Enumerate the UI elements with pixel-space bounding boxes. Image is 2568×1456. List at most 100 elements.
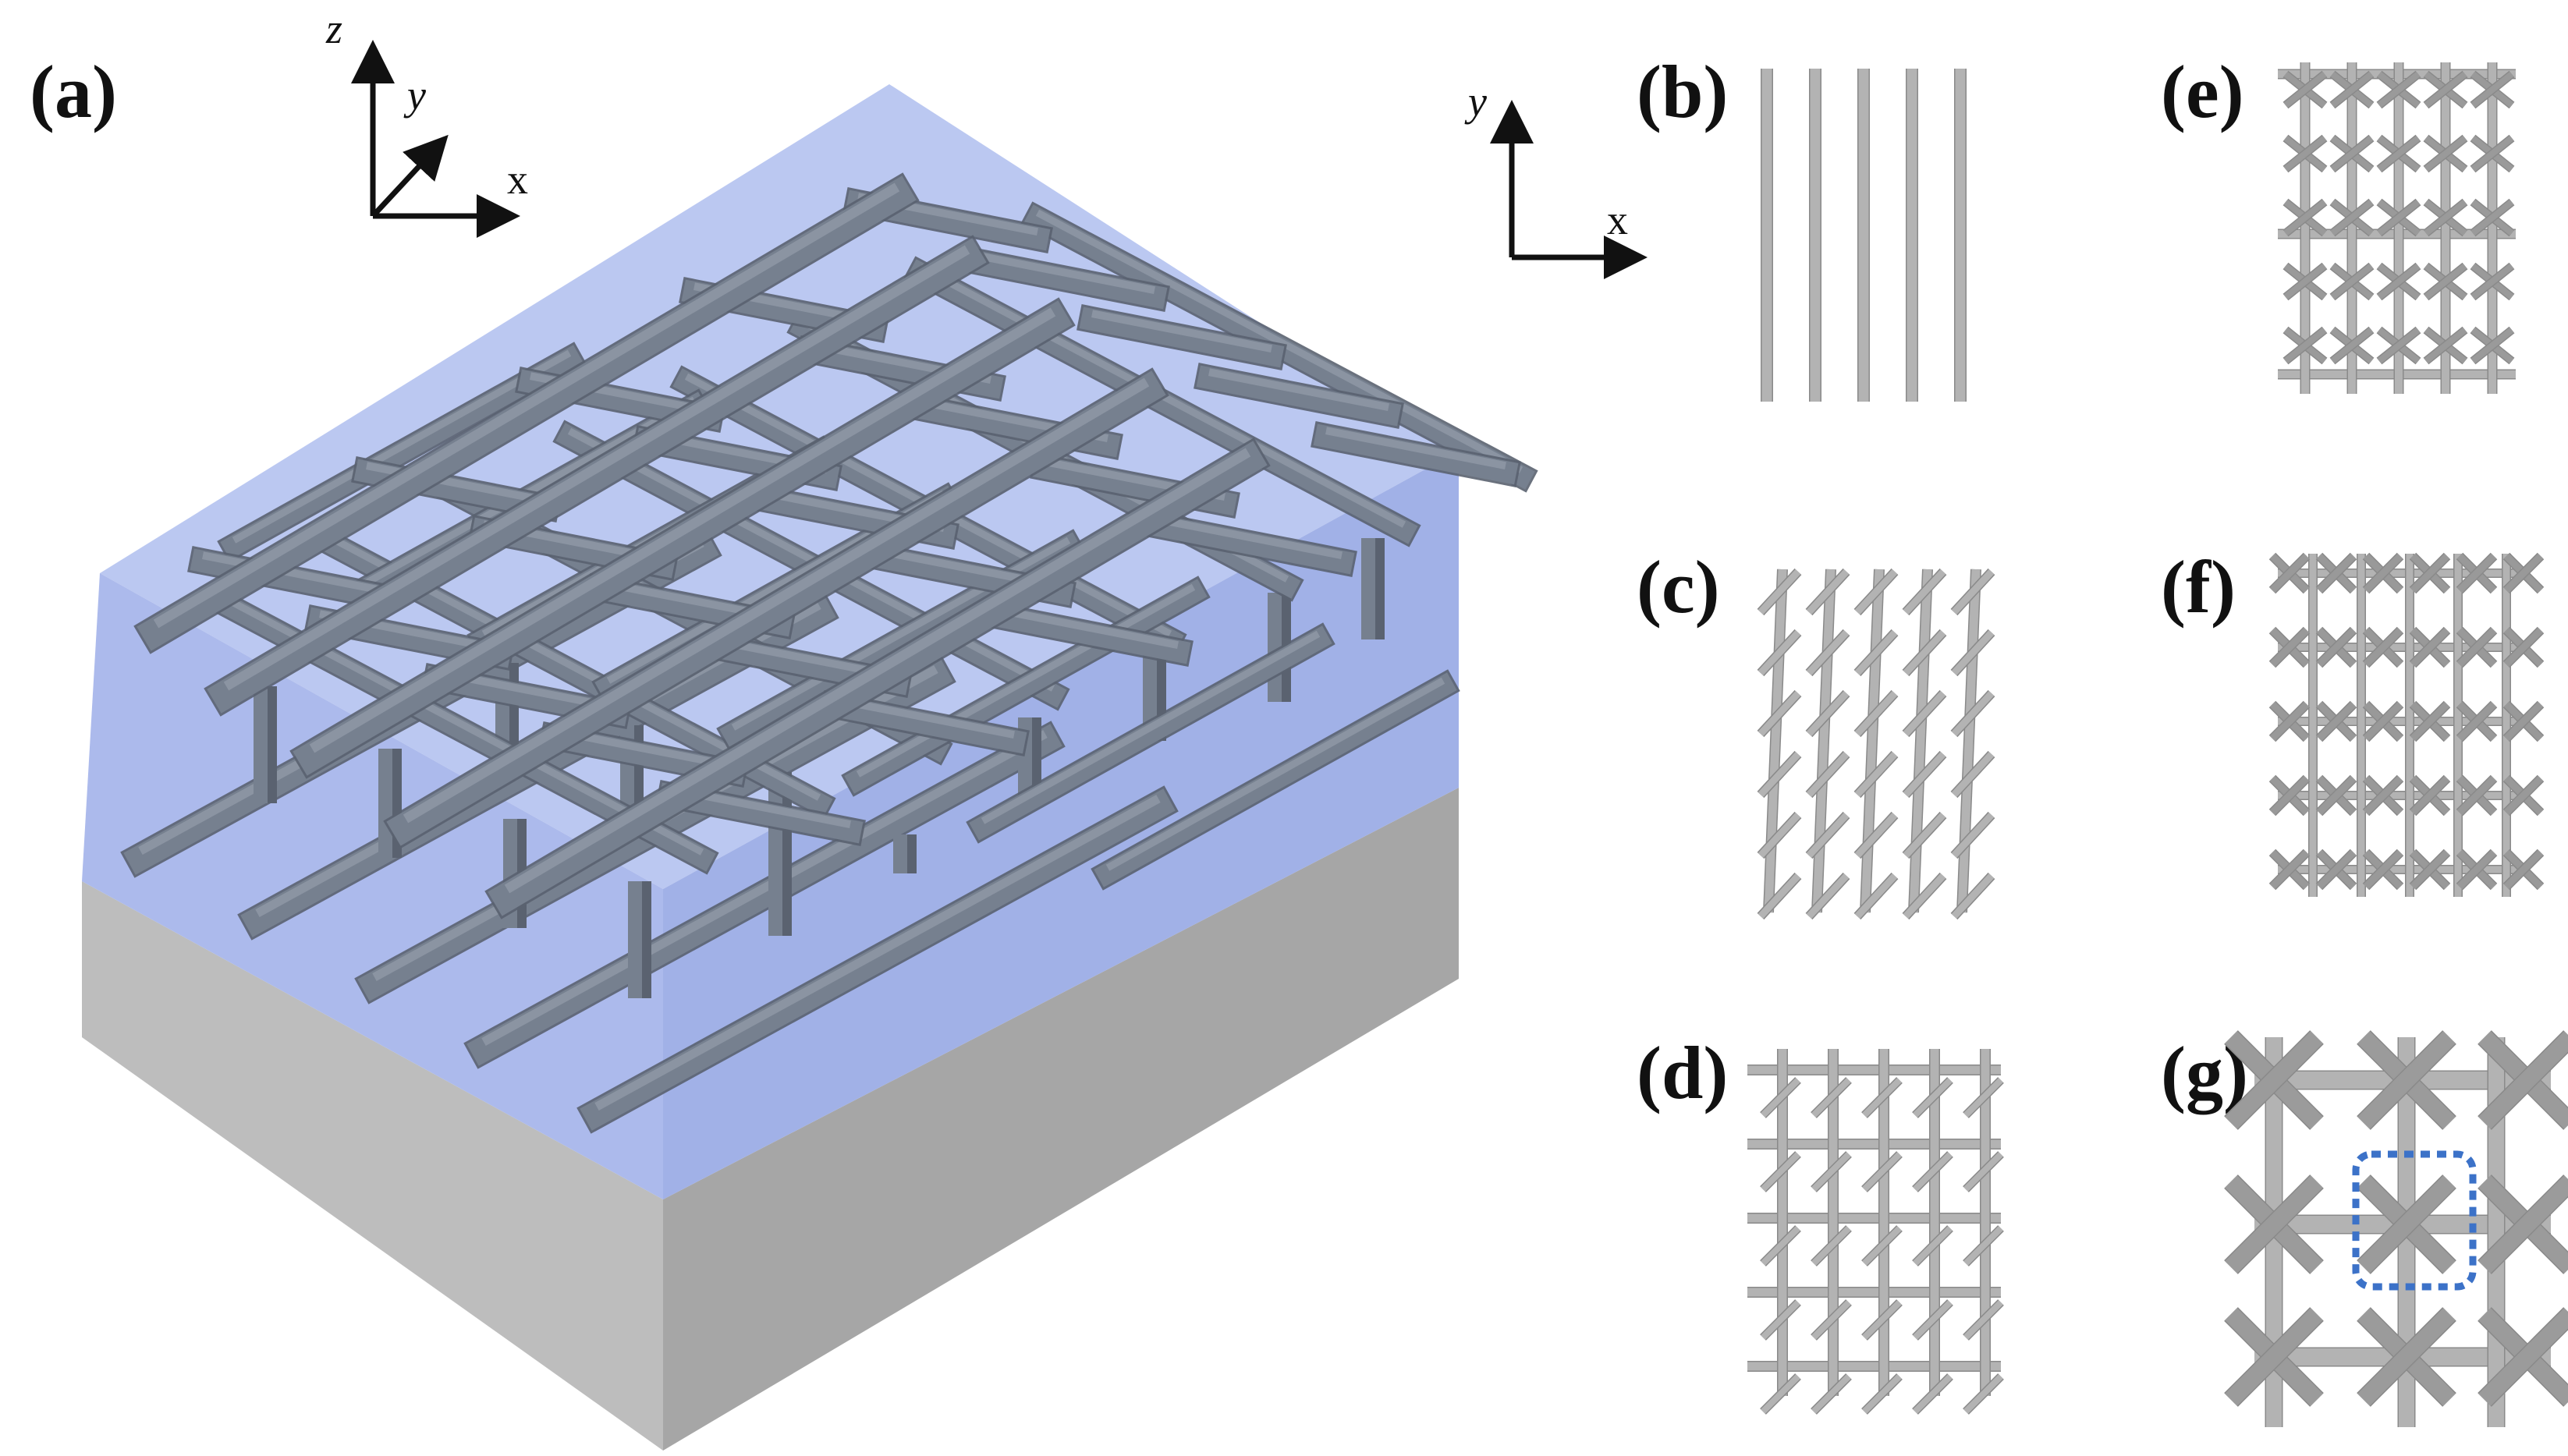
- e-xb-5-3: [2470, 199, 2514, 236]
- d-tick-5-4: [1963, 1300, 2003, 1340]
- f-xb-3-2: [2363, 627, 2403, 668]
- c-tick-2-6: [1806, 873, 1850, 919]
- d-tick-2-4: [1811, 1300, 1851, 1340]
- e-xb-2-4: [2330, 263, 2374, 300]
- f-xb-1-2: [2269, 627, 2310, 668]
- d-tick-3-5: [1862, 1374, 1902, 1414]
- c-tick-1-4: [1758, 751, 1801, 798]
- x2d-axis-label: x: [1607, 197, 1628, 243]
- c-tick-2-3: [1806, 690, 1850, 737]
- d-tick-4-3: [1913, 1226, 1953, 1266]
- c-tick-1-1: [1758, 569, 1801, 615]
- mid-rod-a-8-highlight: [1035, 209, 1523, 473]
- d-tick-4-5: [1913, 1374, 1953, 1414]
- panel-g-pattern: [2224, 1030, 2568, 1427]
- e-xb-4-4: [2424, 263, 2467, 300]
- panel-b-label: (b): [1637, 50, 1728, 133]
- f-xb-2-5: [2316, 849, 2357, 890]
- f-xb-2-2: [2316, 627, 2357, 668]
- c-tick-3-1: [1854, 569, 1898, 615]
- e-xb-1-1: [2283, 71, 2327, 108]
- top-rod-4: [386, 370, 1166, 846]
- f-xb-1-3: [2269, 701, 2310, 742]
- y2d-axis-label: y: [1464, 78, 1487, 125]
- c-tick-5-4: [1951, 751, 1995, 798]
- f-xb-5-4: [2456, 775, 2497, 816]
- top-crossbar-5-2: [821, 693, 1027, 754]
- top-rod-3-highlight: [309, 307, 1056, 753]
- f-xb-4-3: [2410, 701, 2450, 742]
- g-xb-4: [2225, 1175, 2323, 1274]
- x-axis-label: x: [507, 156, 528, 203]
- g-xb-3: [2478, 1031, 2568, 1129]
- f-xb-6-4: [2503, 775, 2544, 816]
- e-xb-3-1: [2377, 71, 2421, 108]
- axes-2d: [1490, 100, 1648, 279]
- top-crossbar-5-4-highlight: [1162, 516, 1343, 559]
- c-tick-1-5: [1758, 812, 1801, 859]
- c-tick-4-2: [1903, 629, 1946, 676]
- g-xb-8: [2357, 1308, 2456, 1406]
- f-xb-5-5: [2456, 849, 2497, 890]
- c-tick-2-4: [1806, 751, 1850, 798]
- d-tick-5-1: [1963, 1078, 2003, 1118]
- mid-rod-b-6: [844, 579, 1208, 794]
- c-rod-1: [1764, 569, 1787, 913]
- f-xb-3-1: [2363, 553, 2403, 593]
- panel-b-pattern: [1761, 69, 1967, 402]
- e-xb-5-5: [2470, 327, 2514, 364]
- f-xb-3-5: [2363, 849, 2403, 890]
- f-xb-6-5: [2503, 849, 2544, 890]
- f-xb-6-1: [2503, 553, 2544, 593]
- d-tick-2-3: [1811, 1226, 1851, 1266]
- panel-a: (a) z y x: [30, 5, 1538, 1451]
- top-crossbar-5-3-highlight: [998, 606, 1179, 649]
- substrate-block: [82, 788, 1459, 1451]
- g-xb-9: [2478, 1308, 2568, 1406]
- c-tick-3-2: [1854, 629, 1898, 676]
- d-tick-5-3: [1963, 1226, 2003, 1266]
- c-tick-4-4: [1903, 751, 1946, 798]
- e-xb-3-2: [2377, 135, 2421, 172]
- e-xb-3-5: [2377, 327, 2421, 364]
- panel-d-pattern: [1747, 1049, 2004, 1415]
- d-tick-4-4: [1913, 1300, 1953, 1340]
- e-xb-1-4: [2283, 263, 2327, 300]
- panel-f-label: (f): [2161, 545, 2236, 629]
- cladding-side-face: [663, 451, 1459, 1199]
- c-tick-2-1: [1806, 569, 1850, 615]
- c-tick-5-2: [1951, 629, 1995, 676]
- f-xb-5-1: [2456, 553, 2497, 593]
- top-rod-1-highlight: [153, 182, 900, 629]
- e-xb-4-3: [2424, 199, 2467, 236]
- f-xb-3-4: [2363, 775, 2403, 816]
- c-tick-1-3: [1758, 690, 1801, 737]
- top-rod-layer: [133, 172, 1521, 919]
- substrate-side-face: [663, 788, 1459, 1451]
- f-xb-2-3: [2316, 701, 2357, 742]
- d-tick-4-2: [1913, 1152, 1953, 1192]
- c-tick-3-6: [1854, 873, 1898, 919]
- d-tick-3-3: [1862, 1226, 1902, 1266]
- top-crossbar-5-2-highlight: [834, 696, 1015, 739]
- mid-rod-b-1-highlight: [232, 349, 572, 544]
- top-crossbar-2-5-highlight: [974, 251, 1155, 294]
- bottom-rod-4-highlight: [481, 730, 1048, 1046]
- f-xb-6-2: [2503, 627, 2544, 668]
- c-tick-5-1: [1951, 569, 1995, 615]
- d-tick-5-2: [1963, 1152, 2003, 1192]
- top-rod-2-highlight: [223, 245, 970, 691]
- d-tick-3-1: [1862, 1078, 1902, 1118]
- d-tick-4-1: [1913, 1078, 1953, 1118]
- top-rod-2: [207, 238, 987, 714]
- top-crossbar-1-1: [190, 548, 395, 610]
- d-tick-2-5: [1811, 1374, 1851, 1414]
- f-xb-2-4: [2316, 775, 2357, 816]
- substrate-front-face: [82, 881, 663, 1451]
- e-xb-1-5: [2283, 327, 2327, 364]
- d-tick-2-1: [1811, 1078, 1851, 1118]
- top-crossbar-4-5-highlight: [1208, 368, 1389, 411]
- panel-c-pattern: [1757, 568, 1995, 920]
- c-tick-4-1: [1903, 569, 1946, 615]
